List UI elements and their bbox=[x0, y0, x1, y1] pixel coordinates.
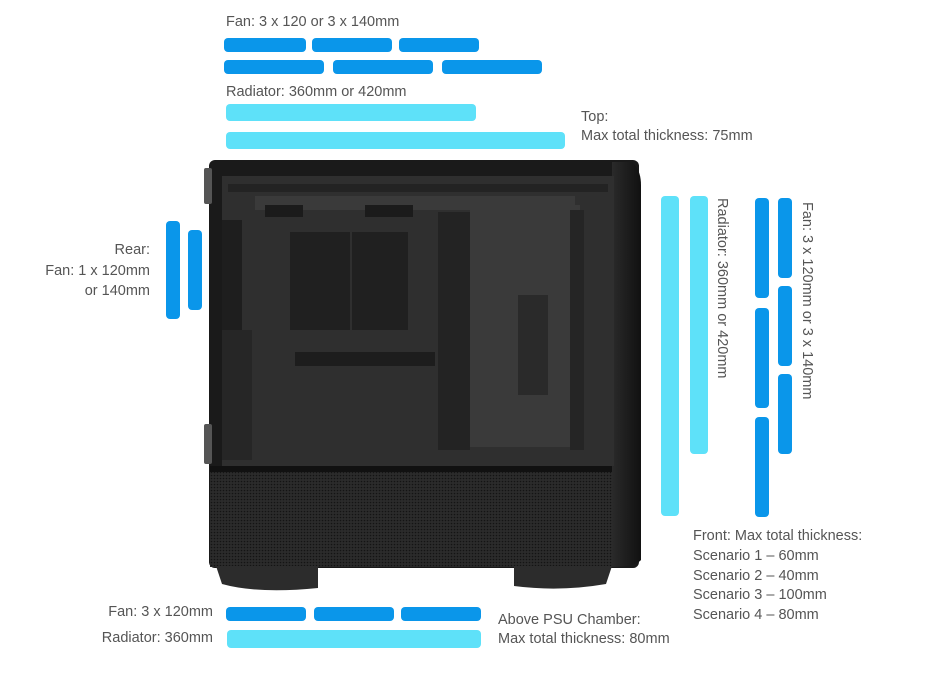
rear-title: Rear: bbox=[114, 242, 150, 258]
front-radiator-420 bbox=[661, 196, 679, 516]
psu-mesh-shroud bbox=[210, 470, 612, 567]
rear-fan-line2: or 140mm bbox=[84, 283, 150, 299]
top-radiator-360 bbox=[226, 104, 476, 121]
top-fan-140-2 bbox=[333, 60, 433, 74]
case-foot-right bbox=[514, 566, 612, 589]
front-radiator-360 bbox=[690, 196, 708, 454]
bottom-fan-3 bbox=[401, 607, 481, 621]
front-fan-label: Fan: 3 x 120mm or 3 x 140mm bbox=[799, 202, 815, 400]
top-fan-140-3 bbox=[442, 60, 542, 74]
front-fan-120-1 bbox=[778, 198, 792, 278]
bottom-fan-label: Fan: 3 x 120mm bbox=[108, 604, 213, 620]
front-fan-120-3 bbox=[778, 374, 792, 454]
front-scenario-3: Scenario 3 – 100mm bbox=[693, 587, 827, 603]
top-thickness-title: Top: bbox=[581, 109, 609, 125]
front-radiator-label: Radiator: 360mm or 420mm bbox=[714, 198, 730, 379]
bottom-fan-1 bbox=[226, 607, 306, 621]
top-thickness-value: Max total thickness: 75mm bbox=[581, 128, 753, 144]
top-radiator-label: Radiator: 360mm or 420mm bbox=[226, 84, 407, 100]
front-scenario-1: Scenario 1 – 60mm bbox=[693, 548, 819, 564]
front-scenario-4: Scenario 4 – 80mm bbox=[693, 607, 819, 623]
bottom-radiator-label: Radiator: 360mm bbox=[101, 630, 213, 646]
front-thickness-title: Front: Max total thickness: bbox=[693, 528, 863, 544]
bottom-radiator-360 bbox=[227, 630, 481, 648]
bottom-psu-value: Max total thickness: 80mm bbox=[498, 631, 670, 647]
top-fan-120-1 bbox=[224, 38, 306, 52]
top-fan-120-2 bbox=[312, 38, 392, 52]
case-foot-left bbox=[216, 566, 318, 591]
case-interior bbox=[222, 176, 614, 466]
rear-fan-120 bbox=[188, 230, 202, 310]
front-scenario-2: Scenario 2 – 40mm bbox=[693, 568, 819, 584]
front-fan-140-1 bbox=[755, 198, 769, 298]
rear-fan-140 bbox=[166, 221, 180, 319]
top-radiator-420 bbox=[226, 132, 565, 149]
front-fan-140-3 bbox=[755, 417, 769, 517]
rear-fan-line1: Fan: 1 x 120mm bbox=[45, 263, 150, 279]
top-fan-140-1 bbox=[224, 60, 324, 74]
top-fan-120-3 bbox=[399, 38, 479, 52]
top-fan-label: Fan: 3 x 120 or 3 x 140mm bbox=[226, 14, 400, 30]
front-fan-120-2 bbox=[778, 286, 792, 366]
bottom-psu-title: Above PSU Chamber: bbox=[498, 612, 641, 628]
bottom-fan-2 bbox=[314, 607, 394, 621]
front-fan-140-2 bbox=[755, 308, 769, 408]
